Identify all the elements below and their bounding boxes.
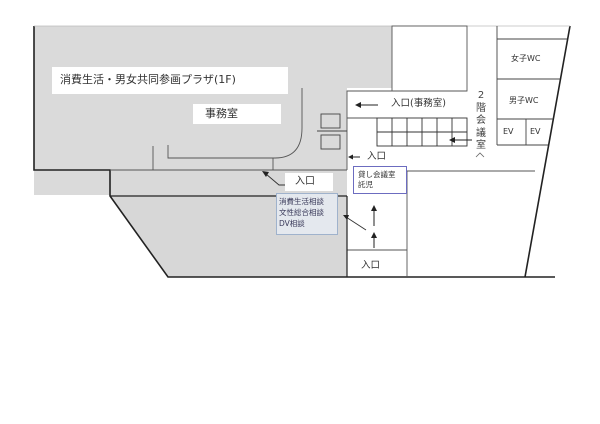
elevator-1-label: EV — [503, 127, 514, 136]
rental-line-2: 託児 — [358, 180, 373, 189]
arrow-left-entrance-office — [355, 102, 378, 108]
consult-line-3: DV相談 — [279, 219, 305, 228]
arrow-up-2 — [371, 232, 377, 248]
caret-icon — [475, 152, 485, 158]
outer-wall-right — [524, 25, 571, 278]
womens-wc-label: 女子WC — [511, 54, 541, 63]
consult-line-1: 消費生活相談 — [279, 197, 324, 206]
arrow-diagonal-consult — [343, 215, 367, 231]
upper-room — [391, 25, 468, 92]
entrance-office-label: 入口(事務室) — [391, 98, 446, 109]
office-wall-b — [167, 88, 303, 159]
plaza-title: 消費生活・男女共同参画プラザ(1F) — [52, 67, 288, 94]
entrance-side-label: 入口 — [367, 151, 387, 162]
arrow-left-stairs — [449, 137, 472, 143]
mens-wc-label: 男子WC — [509, 96, 539, 105]
arrow-left-entrance-side — [348, 154, 360, 160]
wc-ev-block — [496, 26, 567, 146]
column-box-2 — [320, 134, 341, 150]
stairs — [376, 117, 468, 147]
consult-line-2: 文性総合相談 — [279, 208, 324, 217]
column-box-1 — [320, 113, 341, 129]
stairs-enclosure — [346, 90, 467, 170]
elevator-2-label: EV — [530, 127, 541, 136]
rental-room-box: 貸し会議室 託児 — [353, 166, 407, 194]
to-2f-meeting-room-label: 2 階 会 議 室 — [476, 90, 486, 151]
rental-line-1: 貸し会議室 — [358, 170, 396, 179]
consultation-box: 消費生活相談 文性総合相談 DV相談 — [276, 193, 338, 235]
entrance-bottom-label: 入口 — [361, 260, 381, 271]
arrow-up-1 — [371, 205, 377, 226]
outer-wall-left — [33, 26, 555, 278]
office-label: 事務室 — [193, 104, 281, 124]
entrance-main-label: 入口 — [285, 173, 333, 191]
